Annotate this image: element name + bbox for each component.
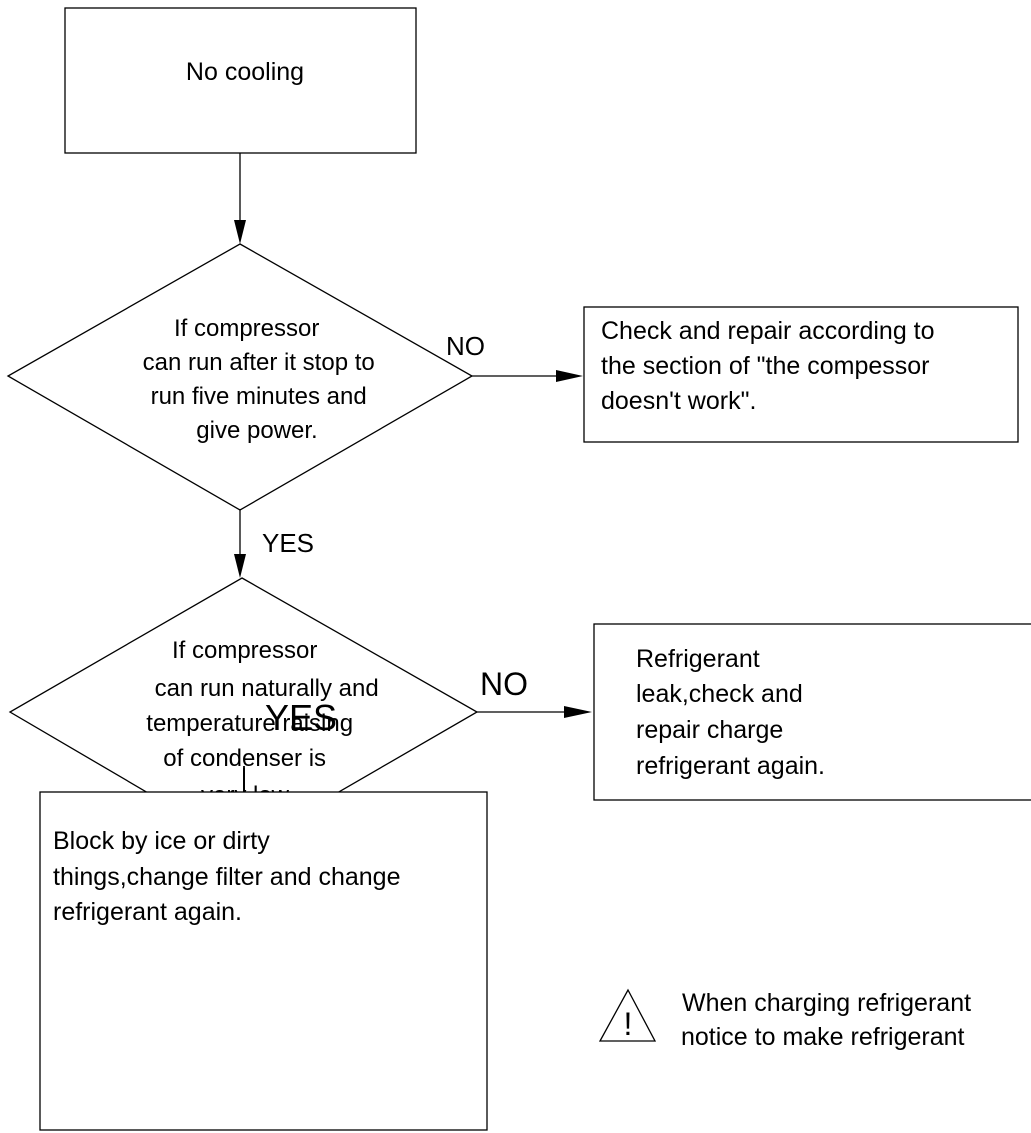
action3-line: Block by ice or dirty	[53, 827, 270, 855]
action3-text: Block by ice or dirty things,change filt…	[53, 827, 407, 926]
arrowhead	[564, 706, 592, 718]
action1-line: Check and repair according to	[601, 317, 935, 345]
decision1-yes-label: YES	[262, 528, 314, 558]
decision1-line: can run after it stop to	[143, 349, 375, 376]
arrowhead	[234, 554, 246, 578]
warning-triangle-icon: !	[598, 988, 657, 1042]
decision2-line: of condenser is	[163, 745, 326, 772]
decision2-text: If compressor can run naturally and temp…	[146, 637, 385, 809]
warning-note: ! When charging refrigerant notice to ma…	[598, 988, 978, 1051]
decision1-line: If compressor	[174, 315, 319, 342]
action1-text: Check and repair according to the sectio…	[601, 317, 941, 415]
decision1-line: run five minutes and	[151, 383, 367, 410]
connector-start-to-decision1	[234, 153, 246, 244]
decision2-no-label: NO	[480, 666, 528, 702]
decision1-text: If compressor can run after it stop to r…	[143, 315, 382, 444]
warning-note-text: When charging refrigerant notice to make…	[681, 989, 978, 1051]
action1-line: the section of "the compessor	[601, 352, 930, 380]
decision1-diamond: If compressor can run after it stop to r…	[6, 243, 474, 511]
action2-text: Refrigerant leak,check and repair charge…	[636, 645, 825, 780]
decision1-no-label: NO	[446, 331, 485, 361]
start-box-shape	[64, 7, 417, 154]
action2-line: Refrigerant	[636, 645, 760, 673]
warning-note-line: notice to make refrigerant	[681, 1023, 965, 1051]
action2-line: leak,check and	[636, 680, 803, 708]
action1-line: doesn't work".	[601, 387, 756, 415]
action2-line: refrigerant again.	[636, 752, 825, 780]
decision2-line: temperature raising	[146, 710, 353, 737]
decision2-line: can run naturally and	[155, 675, 379, 702]
connector-decision1-no: NO	[446, 331, 583, 382]
action3-box-shape	[39, 791, 488, 1131]
start-box: No cooling	[64, 7, 417, 154]
arrowhead	[234, 220, 246, 244]
connector-decision1-yes: YES	[234, 510, 314, 578]
action1-box: Check and repair according to the sectio…	[583, 306, 1019, 443]
action3-line: refrigerant again.	[53, 898, 242, 926]
decision1-line: give power.	[196, 417, 317, 444]
connector-decision2-no: NO	[477, 666, 592, 718]
decision2-yes-label: YES	[265, 697, 337, 738]
decision2-line: If compressor	[172, 637, 317, 664]
decision2-diamond: If compressor can run naturally and temp…	[8, 577, 479, 849]
warning-glyph: !	[624, 1006, 633, 1042]
action2-box: Refrigerant leak,check and repair charge…	[593, 623, 1031, 801]
start-box-text: No cooling	[186, 58, 304, 86]
action1-box-shape	[583, 306, 1019, 443]
action3-box-real: Block by ice or dirty things,change filt…	[39, 791, 488, 1131]
warning-note-line: When charging refrigerant	[682, 989, 971, 1017]
action2-box-shape	[593, 623, 1031, 801]
arrowhead	[556, 370, 583, 382]
action3-line: things,change filter and change	[53, 863, 400, 891]
action2-line: repair charge	[636, 716, 783, 744]
